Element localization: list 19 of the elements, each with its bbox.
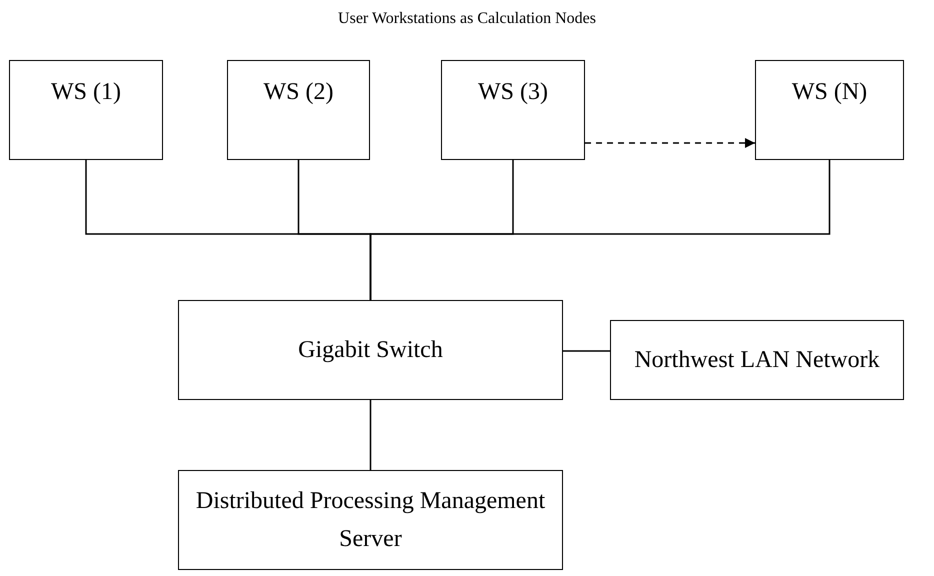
diagram-title: User Workstations as Calculation Nodes <box>337 10 597 28</box>
process-box <box>178 300 563 400</box>
workstation-box <box>227 60 370 160</box>
workstation-box <box>441 60 585 160</box>
node-label: WS (N) <box>792 78 868 107</box>
workstation-box <box>755 60 904 160</box>
arrow <box>585 138 755 148</box>
node-label: Gigabit Switch <box>298 336 443 365</box>
connector-line <box>370 160 830 300</box>
process-box <box>178 470 563 570</box>
node-label: Northwest LAN Network <box>634 346 880 375</box>
node-label: WS (2) <box>264 78 334 107</box>
workstation-box <box>9 60 163 160</box>
node-label: WS (3) <box>478 78 548 107</box>
connector-line <box>563 350 610 352</box>
node-label: WS (1) <box>51 78 121 107</box>
process-box <box>610 320 904 400</box>
connector-line <box>370 400 372 470</box>
node-label: Distributed Processing Management Server <box>194 487 546 554</box>
